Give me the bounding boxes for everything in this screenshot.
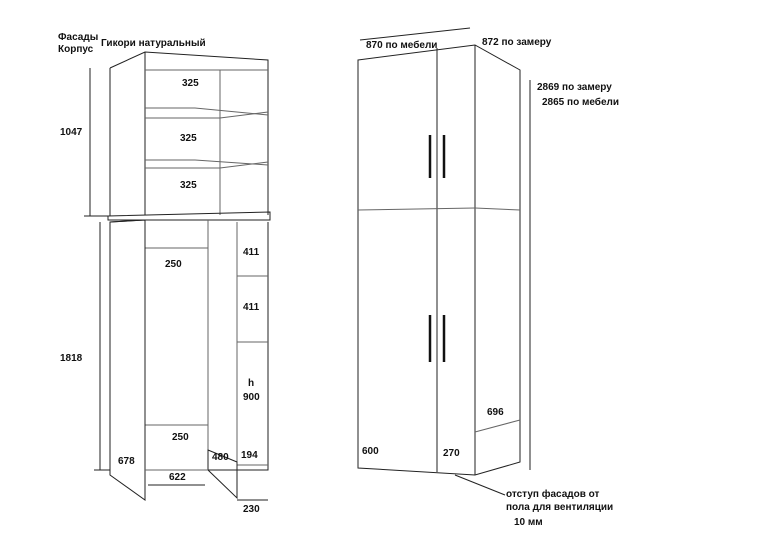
- dim-width-furniture: 870 по мебели: [366, 40, 438, 51]
- legend-material: Гикори натуральный: [101, 38, 206, 49]
- dim-shelf-1: 325: [182, 78, 199, 89]
- dim-shelf-2: 325: [180, 133, 197, 144]
- dim-height-measured: 2869 по замеру: [537, 82, 612, 93]
- left-cabinet-bottom: [84, 68, 269, 501]
- dim-door-width: 678: [118, 456, 135, 467]
- ventilation-note-line1: отступ фасадов от: [506, 489, 600, 500]
- dim-plinth: 696: [487, 407, 504, 418]
- ventilation-note-line2: пола для вентиляции: [506, 502, 614, 513]
- dim-shelf-3: 325: [180, 180, 197, 191]
- dim-shelf-a: 411: [243, 247, 260, 258]
- dim-inner-depth: 480: [212, 452, 229, 463]
- legend-facades: Фасады: [58, 32, 99, 43]
- dim-bottom-shelf: 194: [241, 450, 258, 461]
- legend-body: Корпус: [58, 44, 94, 55]
- dim-side-depth: 230: [243, 504, 260, 515]
- dim-h-value: 900: [243, 392, 260, 403]
- dim-hang-bottom: 250: [172, 432, 189, 443]
- dim-inner-width: 622: [169, 472, 186, 483]
- dim-hang-top: 250: [165, 259, 182, 270]
- dim-bottom-height: 1818: [60, 353, 83, 364]
- dim-width-measured: 872 по замеру: [482, 37, 552, 48]
- dim-height-furniture: 2865 по мебели: [542, 97, 620, 108]
- left-open-door: [109, 219, 146, 501]
- ventilation-note-value: 10 мм: [514, 517, 543, 528]
- dim-left-door: 600: [362, 446, 379, 457]
- dim-shelf-b: 411: [243, 302, 260, 313]
- right-cabinet: [357, 27, 531, 496]
- dim-top-height: 1047: [60, 127, 83, 138]
- dim-right-door: 270: [443, 448, 460, 459]
- left-cabinet-top: [107, 51, 271, 221]
- dim-h-label: h: [248, 378, 255, 389]
